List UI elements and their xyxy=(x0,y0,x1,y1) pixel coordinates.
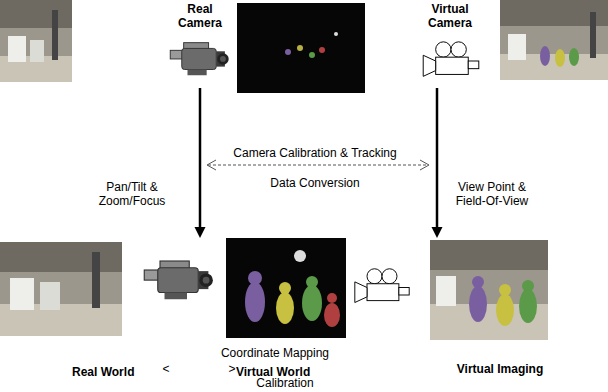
real-camera-icon xyxy=(144,261,213,299)
scene-group: Virtual Imaging xyxy=(352,238,552,390)
virtual-camera-icon xyxy=(423,42,479,76)
node-label: Real Camera xyxy=(170,2,230,30)
annotation-label: Coordinate Mapping xyxy=(200,346,350,360)
label-holder: Pan/Tilt & Zoom/Focus xyxy=(92,180,172,208)
composite-scene-photo xyxy=(500,0,608,80)
virtual-imaging-photo xyxy=(430,240,548,340)
annotation-label: View Point & Field-Of-View xyxy=(447,180,537,208)
flow-arrow xyxy=(195,88,206,238)
virtual-camera-icon xyxy=(355,269,409,303)
camera-group: Virtual Camera xyxy=(415,2,485,88)
label-holder: View Point & Field-Of-View xyxy=(447,180,537,208)
label-holder: > xyxy=(226,362,238,376)
camera-group: Real Camera xyxy=(165,2,235,88)
node-label: Virtual Imaging xyxy=(450,362,550,376)
scene-group: Virtual World xyxy=(226,238,348,390)
virtual-scene-image xyxy=(237,3,365,93)
virtual-world-image xyxy=(226,238,346,338)
arrow-shaft xyxy=(199,88,202,229)
scene-group: Real World xyxy=(2,238,217,390)
dashed-double-arrow xyxy=(207,160,429,170)
chevron-mark: < xyxy=(160,362,172,376)
annotation-label: Pan/Tilt & Zoom/Focus xyxy=(92,180,172,208)
node-label: Virtual Camera xyxy=(420,2,480,30)
arrow-shaft xyxy=(436,88,439,229)
label-holder: < xyxy=(160,362,172,376)
flow-arrow xyxy=(432,88,443,238)
label-holder: Data Conversion xyxy=(215,176,415,190)
annotation-label: Calibration xyxy=(230,376,340,390)
annotation-label: Camera Calibration & Tracking xyxy=(215,146,415,160)
label-holder: Camera Calibration & Tracking xyxy=(215,146,415,160)
chevron-mark: > xyxy=(226,362,238,376)
annotation-label: Data Conversion xyxy=(215,176,415,190)
node-label: Real World xyxy=(72,365,134,379)
arrow-head xyxy=(432,227,443,238)
real-camera-icon xyxy=(170,43,228,76)
arrow-head xyxy=(195,227,206,238)
label-holder: Coordinate Mapping xyxy=(200,346,350,360)
label-holder: Calibration xyxy=(230,376,340,390)
real-scene-photo xyxy=(0,0,72,82)
real-world-photo xyxy=(0,242,122,336)
